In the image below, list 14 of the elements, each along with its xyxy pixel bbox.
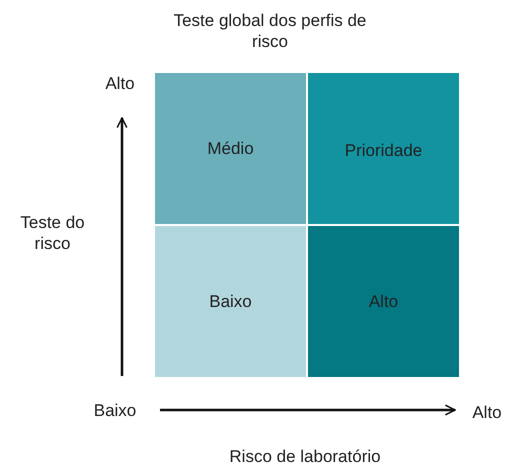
matrix-quadrant [155,226,306,377]
quadrant-label: Baixo [209,292,252,312]
matrix-quadrant [155,73,306,224]
axis-end-label: Baixo [92,400,138,421]
quadrant-label: Médio [207,139,254,159]
axis-title: Risco de laboratório [228,446,382,467]
axis-title: Teste do risco [19,212,86,254]
axis-end-label: Alto [471,402,503,423]
matrix-quadrant [308,226,459,377]
quadrant-label: Alto [368,292,398,312]
axis-end-label: Alto [104,73,136,94]
matrix-quadrant [308,73,459,224]
chart-title: Teste global dos perfis de risco [172,10,368,52]
quadrant-label: Prioridade [344,141,422,161]
